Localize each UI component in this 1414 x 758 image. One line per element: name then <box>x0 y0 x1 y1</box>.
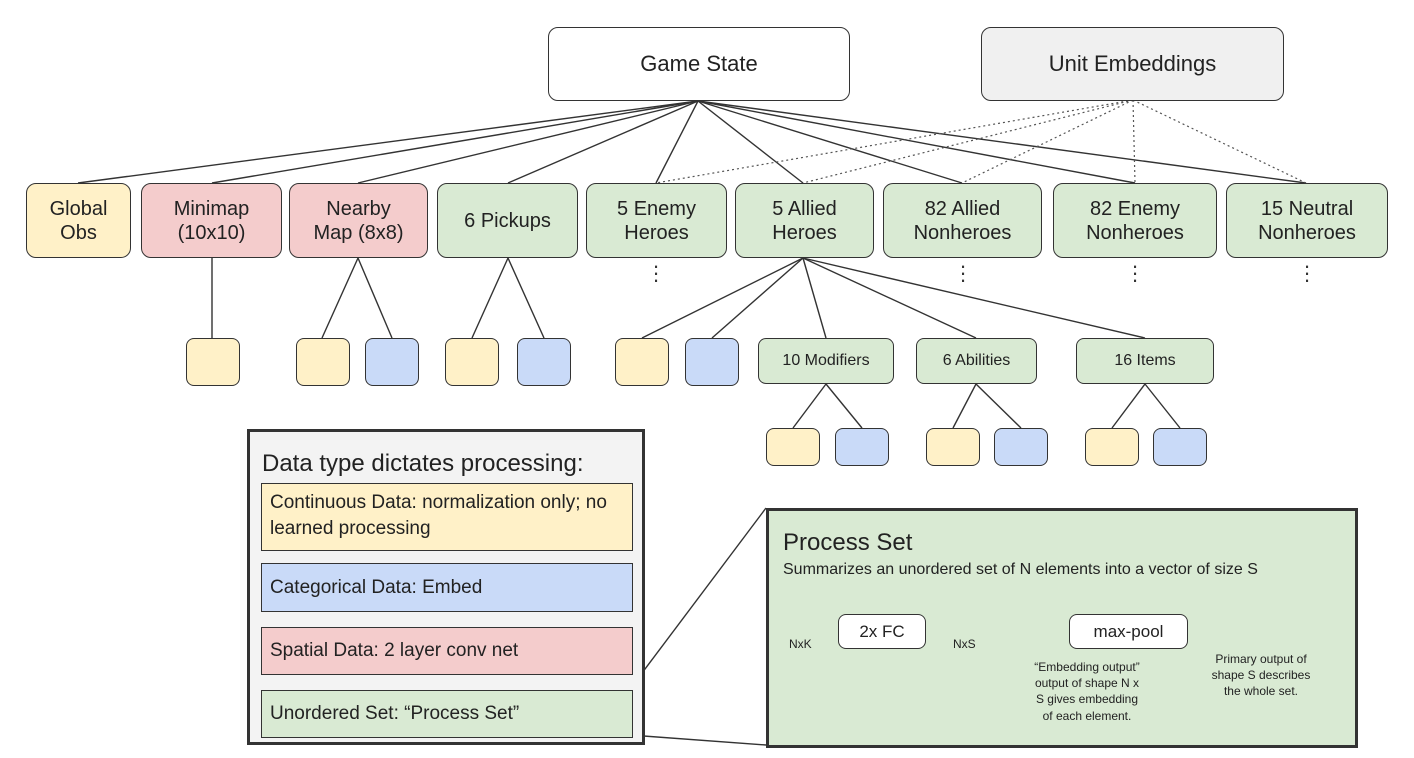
legend-continuous: Continuous Data: normalization only; no … <box>261 483 633 551</box>
category-label: Global Obs <box>49 197 108 244</box>
process-set-subtitle: Summarizes an unordered set of N element… <box>783 561 1258 578</box>
input-dim-label: NxK <box>789 637 812 651</box>
max-pool-label: max-pool <box>1093 621 1164 641</box>
hero-child-items: 16 Items <box>1076 338 1214 384</box>
legend-item-label: Spatial Data: 2 layer conv net <box>270 640 519 662</box>
process-set-panel: Process Set Summarizes an unordered set … <box>766 508 1358 748</box>
category-enemy-heroes: 5 Enemy Heroes <box>586 183 727 258</box>
unit-embeddings-label: Unit Embeddings <box>1048 50 1217 76</box>
continuous-leaf <box>766 428 820 466</box>
fc-layer-label: 2x FC <box>859 621 905 641</box>
continuous-leaf <box>926 428 980 466</box>
legend-item-label: Unordered Set: “Process Set” <box>270 703 520 725</box>
continuous-leaf <box>615 338 669 386</box>
category-label: 15 Neutral Nonheroes <box>1258 197 1356 244</box>
category-label: 6 Pickups <box>464 209 551 232</box>
category-nearby-map: Nearby Map (8x8) <box>289 183 428 258</box>
category-allied-nonheroes: 82 Allied Nonheroes <box>883 183 1042 258</box>
legend-panel: Data type dictates processing: Continuou… <box>247 429 645 745</box>
continuous-leaf <box>1085 428 1139 466</box>
category-enemy-nonheroes: 82 Enemy Nonheroes <box>1053 183 1217 258</box>
fc-layer-box: 2x FC <box>838 614 926 649</box>
categorical-leaf <box>994 428 1048 466</box>
mid-dim-label: NxS <box>953 637 976 651</box>
category-label: 82 Enemy Nonheroes <box>1086 197 1184 244</box>
continuous-leaf <box>296 338 350 386</box>
primary-output-note: Primary output of shape S describes the … <box>1211 652 1311 699</box>
ellipsis-allied-nonheroes: ··· <box>959 253 967 292</box>
ellipsis-neutral-nonheroes: ··· <box>1303 253 1311 292</box>
category-label: 5 Enemy Heroes <box>617 197 696 244</box>
categorical-leaf <box>365 338 419 386</box>
category-pickups: 6 Pickups <box>437 183 578 258</box>
categorical-leaf <box>685 338 739 386</box>
process-set-title: Process Set <box>783 529 913 556</box>
game-state-label: Game State <box>640 50 758 76</box>
hero-child-label: 6 Abilities <box>942 352 1011 370</box>
continuous-leaf <box>445 338 499 386</box>
game-state-node: Game State <box>548 27 850 101</box>
categorical-leaf <box>1153 428 1207 466</box>
legend-title: Data type dictates processing: <box>262 450 584 477</box>
categorical-leaf <box>835 428 889 466</box>
continuous-leaf <box>186 338 240 386</box>
category-minimap: Minimap (10x10) <box>141 183 282 258</box>
ellipsis-enemy-heroes: ··· <box>652 253 660 292</box>
category-neutral-nonheroes: 15 Neutral Nonheroes <box>1226 183 1388 258</box>
hero-child-label: 10 Modifiers <box>782 352 870 370</box>
hero-child-label: 16 Items <box>1114 352 1176 370</box>
category-label: 82 Allied Nonheroes <box>913 197 1012 244</box>
category-allied-heroes: 5 Allied Heroes <box>735 183 874 258</box>
category-label: 5 Allied Heroes <box>772 197 837 244</box>
legend-categorical: Categorical Data: Embed <box>261 563 633 612</box>
categorical-leaf <box>517 338 571 386</box>
hero-child-modifiers: 10 Modifiers <box>758 338 894 384</box>
unit-embeddings-node: Unit Embeddings <box>981 27 1284 101</box>
legend-unordered-set: Unordered Set: “Process Set” <box>261 690 633 738</box>
legend-item-label: Categorical Data: Embed <box>270 576 483 598</box>
legend-spatial: Spatial Data: 2 layer conv net <box>261 627 633 675</box>
embedding-output-note: “Embedding output” output of shape N x S… <box>1034 660 1140 723</box>
category-label: Minimap (10x10) <box>173 197 250 244</box>
legend-item-label: Continuous Data: normalization only; no … <box>270 492 607 539</box>
ellipsis-enemy-nonheroes: ··· <box>1131 253 1139 292</box>
category-global-obs: Global Obs <box>26 183 131 258</box>
max-pool-box: max-pool <box>1069 614 1188 649</box>
category-label: Nearby Map (8x8) <box>313 197 404 244</box>
hero-child-abilities: 6 Abilities <box>916 338 1037 384</box>
